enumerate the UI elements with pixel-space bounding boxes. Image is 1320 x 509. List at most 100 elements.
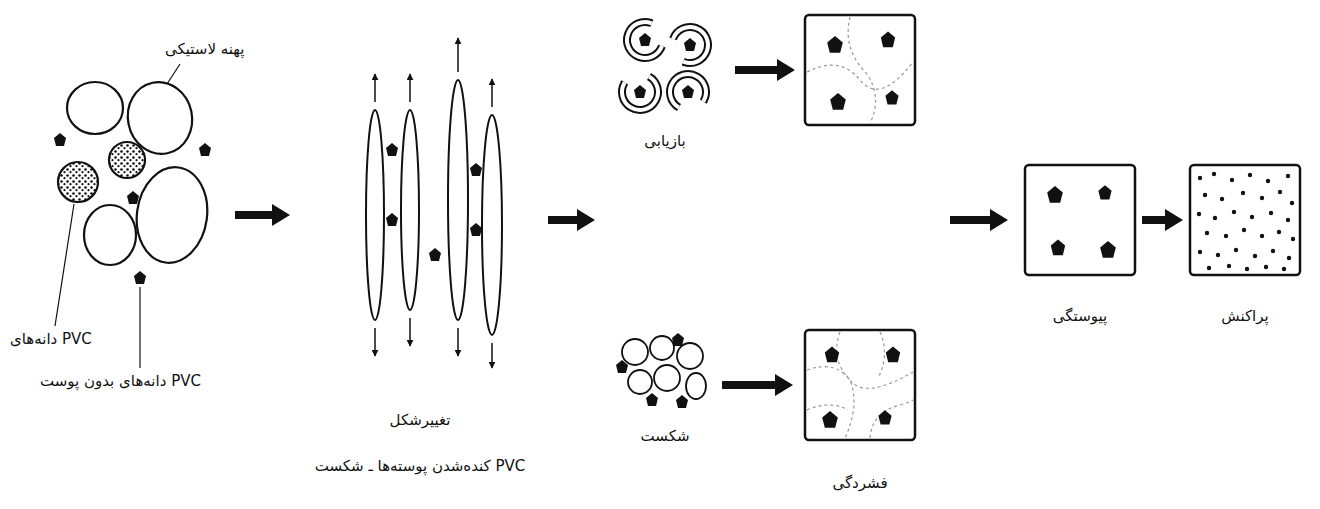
compaction-result-box bbox=[807, 332, 913, 438]
continuity-box: پیوستگی bbox=[1020, 160, 1140, 330]
skinless-pvc-grain bbox=[616, 360, 628, 373]
stretch-arrow bbox=[374, 74, 376, 102]
dispersion-result-box bbox=[1227, 264, 1231, 268]
dispersion-result-box bbox=[1198, 176, 1202, 180]
compaction-result-box bbox=[878, 332, 885, 378]
process-arrow bbox=[235, 204, 290, 226]
skinless-pvc-grain bbox=[386, 143, 398, 156]
dispersion-result-box bbox=[1197, 172, 1295, 271]
stretched-domain bbox=[482, 115, 502, 335]
dispersion-result-box bbox=[1234, 248, 1238, 252]
compaction-result-box bbox=[807, 405, 848, 410]
recovered-shell bbox=[622, 17, 668, 63]
dispersion-result-box bbox=[1290, 201, 1294, 205]
recovered-shell bbox=[615, 17, 713, 117]
dispersion-result-box bbox=[1232, 210, 1236, 214]
recovery-result-box bbox=[805, 15, 915, 125]
recovered-shell bbox=[615, 17, 713, 117]
stretch-arrow bbox=[374, 328, 376, 356]
stretched-domain bbox=[366, 80, 502, 335]
process-arrow bbox=[548, 209, 595, 231]
leader-line bbox=[55, 64, 180, 368]
stage-label: کنده‌شدن پوسته‌ها ـ شکست PVC bbox=[315, 457, 526, 477]
recovery-result-box bbox=[827, 36, 843, 53]
recovery-result-box bbox=[805, 15, 915, 125]
stage-label: تغییرشکل bbox=[390, 411, 451, 431]
broken-domain bbox=[654, 365, 680, 391]
continuity-result-box bbox=[1098, 185, 1111, 199]
broken-domain bbox=[628, 370, 652, 394]
compaction-result-box bbox=[837, 332, 854, 438]
recovery-result-box bbox=[848, 17, 875, 123]
dispersion-result-box bbox=[1277, 230, 1281, 234]
dispersion-result-box bbox=[1220, 197, 1224, 201]
dispersion-result-box bbox=[1260, 234, 1264, 238]
dispersion-result-box bbox=[1216, 253, 1220, 257]
stretch-arrow bbox=[491, 343, 493, 368]
skinless-pvc-grain bbox=[134, 271, 146, 284]
leader-line bbox=[139, 287, 140, 368]
recovered-shell bbox=[615, 67, 664, 116]
stage-label: پیوستگی bbox=[1053, 307, 1107, 327]
recovered-shell bbox=[667, 22, 713, 68]
skinless-pvc-grain bbox=[682, 85, 694, 98]
dispersion-result-box bbox=[1253, 254, 1257, 258]
recovery-result-box bbox=[807, 62, 913, 89]
skinless-pvc-grain bbox=[676, 395, 688, 408]
dispersion-result-box bbox=[1278, 190, 1282, 194]
dispersion-result-box bbox=[1241, 191, 1245, 195]
dispersion-result-box bbox=[1197, 212, 1201, 216]
rubber-domain bbox=[84, 205, 136, 265]
continuity-result-box bbox=[1047, 185, 1116, 257]
skinless-pvc-grain bbox=[470, 223, 482, 236]
stretch-arrow bbox=[409, 74, 411, 102]
skinless-grain-label: دانه‌های بدون پوست PVC bbox=[40, 372, 201, 392]
dispersion-result-box bbox=[1250, 215, 1254, 219]
skinless-pvc-grain bbox=[639, 33, 651, 46]
process-arrow bbox=[735, 59, 795, 81]
dispersion-result-box bbox=[1271, 249, 1275, 253]
recovered-shell bbox=[667, 22, 713, 68]
process-arrow bbox=[950, 209, 1008, 231]
pvc-grain bbox=[58, 162, 98, 202]
broken-domain bbox=[686, 373, 706, 399]
skinless-pvc-grain bbox=[429, 248, 441, 261]
dispersion-result-box bbox=[1260, 196, 1264, 200]
rubber-domain bbox=[67, 82, 123, 134]
skinless-pvc-grain bbox=[54, 133, 66, 146]
recovered-shell bbox=[663, 67, 712, 116]
skinless-pvc-grain bbox=[127, 191, 139, 204]
stage-label: بازیابی bbox=[644, 132, 685, 152]
dispersion-result-box bbox=[1198, 250, 1202, 254]
leader-line bbox=[55, 204, 74, 326]
pvc-grain-label: دانه‌های PVC bbox=[10, 330, 92, 350]
compaction-result-box bbox=[805, 330, 915, 440]
compaction-result-box bbox=[825, 347, 839, 363]
continuity-result-box bbox=[1100, 241, 1116, 258]
flow-arrow bbox=[1142, 216, 1167, 224]
dispersion-result-box bbox=[1291, 237, 1295, 241]
deformation-stage: تغییرشکل کنده‌شدن پوسته‌ها ـ شکست PVC bbox=[290, 20, 550, 480]
stretch-arrow bbox=[491, 79, 493, 107]
stage-label: شکست bbox=[641, 427, 690, 447]
stage-label: پراکنش bbox=[1221, 307, 1268, 327]
stretch-arrow bbox=[375, 38, 492, 368]
stretch-arrow bbox=[409, 318, 411, 346]
compaction-result-box bbox=[805, 330, 915, 440]
broken-domain bbox=[677, 343, 703, 369]
recovered-shell bbox=[615, 67, 664, 116]
pvc-grain bbox=[109, 142, 145, 178]
dispersion-result-box bbox=[1213, 216, 1217, 220]
dispersion-result-box bbox=[1207, 266, 1211, 270]
flow-arrow bbox=[722, 381, 777, 389]
dispersion-result-box bbox=[1242, 228, 1246, 232]
skinless-pvc-grain bbox=[672, 333, 684, 346]
continuity-result-box bbox=[1025, 165, 1135, 275]
recovery-result-box bbox=[830, 93, 846, 110]
dispersion-result-box bbox=[1245, 267, 1249, 271]
skinless-pvc-grain bbox=[54, 133, 211, 284]
broken-domain bbox=[650, 336, 674, 360]
compaction-result-box bbox=[870, 400, 913, 438]
